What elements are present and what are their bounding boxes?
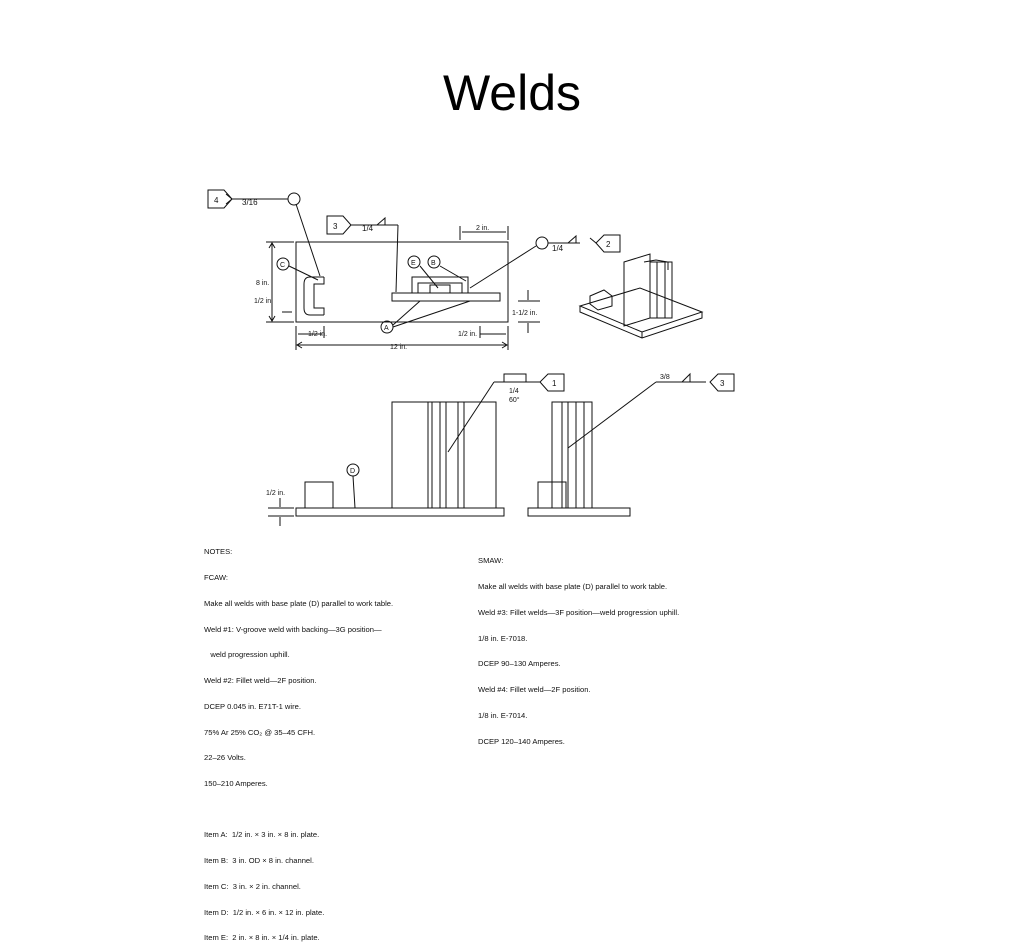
note-line: FCAW: xyxy=(204,572,229,582)
note-line: 75% Ar 25% CO₂ @ 35–45 CFH. xyxy=(204,727,316,737)
note-line: 1/8 in. E-7014. xyxy=(478,710,528,720)
note-line: DCEP 90–130 Amperes. xyxy=(478,659,561,669)
weld-drawing: 4 3/16 3 1/4 2 in. 1/4 2 E B C A 8 in. 1… xyxy=(207,189,735,526)
plate-a xyxy=(391,292,501,302)
dim-1-1-2: 1-1/2 in. xyxy=(512,310,537,317)
note-line: Weld #1: V-groove weld with backing—3G p… xyxy=(204,624,382,634)
base-plate-side xyxy=(527,507,631,517)
note-line: DCEP 0.045 in. E71T-1 wire. xyxy=(204,701,301,711)
weld-number-4: 4 xyxy=(214,196,219,205)
note-line: NOTES: xyxy=(204,547,233,557)
note-line: DCEP 120–140 Amperes. xyxy=(478,736,565,746)
note-line: SMAW: xyxy=(478,556,504,566)
note-line: 1/8 in. E-7018. xyxy=(478,633,528,643)
groove-angle: 60° xyxy=(509,396,520,404)
weld-number-1: 1 xyxy=(552,379,557,388)
note-line: Weld #3: Fillet welds—3F position—weld p… xyxy=(478,607,680,617)
bubble-d: D xyxy=(350,468,355,475)
upright-assembly xyxy=(391,401,497,509)
bubble-c: C xyxy=(280,262,285,269)
notes-right: SMAW: Make all welds with base plate (D)… xyxy=(478,540,679,755)
dim-half-front: 1/2 in. xyxy=(266,490,285,497)
weld-number-2: 2 xyxy=(606,240,611,249)
note-line: Make all welds with base plate (D) paral… xyxy=(478,581,668,591)
note-line: Item E: 2 in. × 8 in. × 1/4 in. plate. xyxy=(204,933,320,943)
dim-half-left: 1/2 in. xyxy=(254,298,273,305)
weld-size-1-4: 1/4 xyxy=(362,224,374,233)
slide-title: Welds xyxy=(442,65,581,121)
note-line: Item D: 1/2 in. × 6 in. × 12 in. plate. xyxy=(204,907,325,917)
plate-e xyxy=(429,284,451,294)
note-spacer xyxy=(204,806,393,814)
channel-b xyxy=(411,276,469,293)
weld-size-1-4-groove: 1/4 xyxy=(509,388,519,395)
note-line: 22–26 Volts. xyxy=(204,753,246,763)
dim-8in: 8 in. xyxy=(256,280,269,287)
dim-12in: 12 in. xyxy=(390,344,407,351)
dim-2in: 2 in. xyxy=(476,225,489,232)
note-line: weld progression uphill. xyxy=(204,650,290,660)
note-line: Item A: 1/2 in. × 3 in. × 8 in. plate. xyxy=(204,830,320,840)
base-plate-top-view xyxy=(295,241,509,323)
channel-c xyxy=(303,276,325,316)
weld-size-3-16: 3/16 xyxy=(242,198,258,207)
note-line: 150–210 Amperes. xyxy=(204,779,268,789)
bubble-b: B xyxy=(431,260,436,267)
note-line: Weld #4: Fillet weld—2F position. xyxy=(478,685,591,695)
note-line: Make all welds with base plate (D) paral… xyxy=(204,598,394,608)
bubble-a: A xyxy=(384,325,389,332)
weld-size-1-4-right: 1/4 xyxy=(552,244,564,253)
bubble-e: E xyxy=(411,260,416,267)
note-line: Item B: 3 in. OD × 8 in. channel. xyxy=(204,855,314,865)
weld-number-3: 3 xyxy=(333,222,338,231)
dim-half-bottom-left: 1/2 in. xyxy=(308,331,327,338)
notes-left: NOTES: FCAW: Make all welds with base pl… xyxy=(204,531,393,952)
note-line: Weld #2: Fillet weld—2F position. xyxy=(204,676,317,686)
note-line: Item C: 3 in. × 2 in. channel. xyxy=(204,881,301,891)
dim-half-bottom-right: 1/2 in. xyxy=(458,331,477,338)
weld-number-3-side: 3 xyxy=(720,379,725,388)
weld-size-3-8: 3/8 xyxy=(660,374,670,381)
base-plate-front xyxy=(295,507,505,517)
